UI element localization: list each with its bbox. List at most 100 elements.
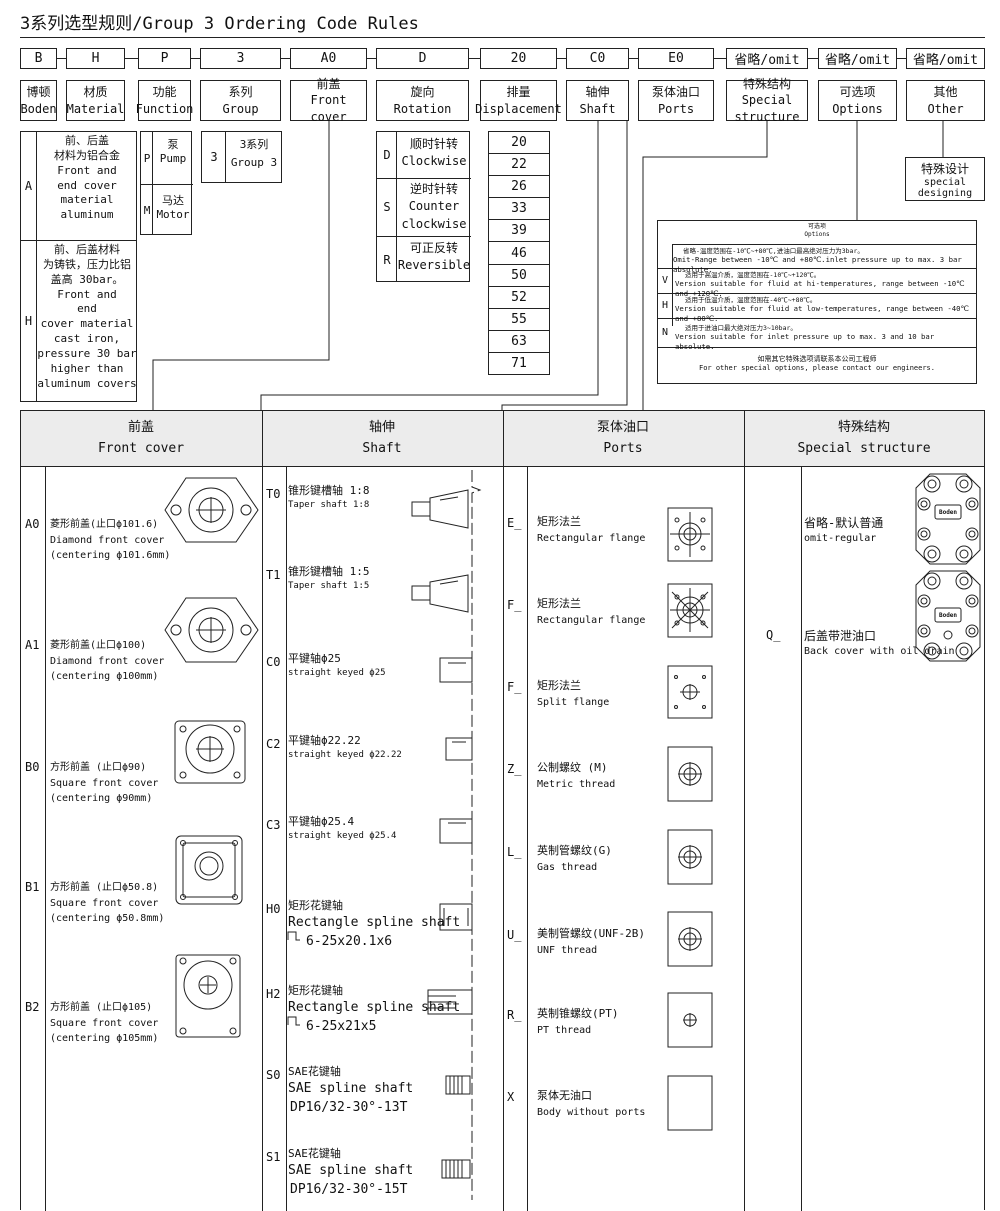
port-z-drawing (667, 746, 713, 802)
port-desc: 公制螺纹 (M)Metric thread (537, 760, 615, 792)
rotation-code: D (383, 148, 391, 162)
options-row-h: 适用于低温介质，温度范围在-40℃~+80℃。 Version suitable… (675, 296, 977, 323)
material-a-cn2: 材料为铝合金 (54, 148, 120, 162)
code-connector (191, 58, 200, 59)
function-motor-en: Motor (156, 208, 190, 221)
code-cell: E0 (638, 48, 714, 69)
brand-logo: Boden (938, 508, 958, 516)
shaft-c3-drawing (439, 818, 473, 844)
material-h-en5: pressure 30 bar (37, 346, 137, 360)
code-connector (714, 58, 726, 59)
port-desc: 美制管螺纹(UNF-2B)UNF thread (537, 926, 645, 958)
section-header-cn: 前盖 (127, 420, 154, 435)
displacement-item: 52 (489, 287, 549, 309)
code-cell: 省略/omit (906, 48, 985, 69)
shaft-en: Taper shaft 1:5 (288, 580, 370, 591)
section-header-en: Front cover (97, 440, 185, 456)
front-cover-cn: 方形前盖 (止口ϕ50.8) (50, 882, 159, 893)
code-label-cn: 排量 (506, 85, 531, 100)
port-r-drawing (667, 992, 713, 1048)
options-row-cn: 适用于进油口最大绝对压力3~10bar。 (685, 324, 797, 332)
code-cell: 省略/omit (818, 48, 897, 69)
rotation-rev-cn: 可正反转 (409, 241, 458, 255)
other-en: special designing (917, 176, 973, 199)
shaft-cn: SAE花键轴 (288, 1147, 341, 1160)
section-header-cn: 轴伸 (368, 420, 395, 435)
code-label-en: Options (832, 101, 883, 116)
detail-grid (20, 410, 985, 1211)
front-cover-cn: 菱形前盖(止口ϕ101.6) (50, 519, 159, 530)
rotation-cw-en: Clockwise (401, 154, 467, 169)
material-h-en4: cast iron, (53, 332, 121, 346)
shaft-s1-drawing (441, 1159, 471, 1179)
port-f1-drawing (667, 583, 713, 638)
code-label-en: Special structure (734, 93, 800, 124)
port-cn: 矩形法兰 (537, 597, 581, 610)
options-row-en: Version suitable for fluid at low-temper… (675, 304, 969, 323)
port-u-drawing (667, 911, 713, 967)
rotation-ccw-cn: 逆时针转 (409, 182, 458, 196)
group-code: 3 (210, 150, 218, 164)
code-connector (281, 58, 290, 59)
shaft-c0-drawing (439, 657, 473, 683)
front-cover-en2: (centering ϕ101.6mm) (50, 550, 171, 561)
port-en: PT thread (537, 1024, 592, 1036)
front-cover-en1: Square front cover (50, 897, 159, 909)
function-motor-cn: 马达 (162, 194, 184, 207)
displacement-item: 20 (489, 132, 549, 155)
front-cover-b0-drawing (174, 720, 246, 784)
shaft-code: T1 (266, 568, 281, 582)
shaft-c2-drawing (445, 737, 473, 761)
rotation-code: R (383, 252, 391, 267)
front-cover-desc: 方形前盖 (止口ϕ50.8)Square front cover(centeri… (50, 880, 164, 927)
displacement-item: 26 (489, 176, 549, 199)
material-h-en7: aluminum covers (37, 376, 137, 390)
shaft-en: SAE spline shaft (288, 1080, 414, 1096)
port-desc: 英制管螺纹(G)Gas thread (537, 843, 612, 875)
material-a-cn1: 前、后盖 (65, 134, 109, 147)
code-label-en: Rotation (393, 101, 452, 116)
port-desc: 矩形法兰 Rectangular flange (537, 596, 645, 628)
other-box: 特殊设计 special designing (905, 157, 985, 201)
code-connector (557, 58, 566, 59)
code-label-en: Other (927, 101, 964, 116)
code-cell: C0 (566, 48, 629, 69)
front-cover-a0-drawing (164, 477, 259, 543)
shaft-spec: 6-25x20.1x6 (306, 933, 393, 949)
front-cover-cn: 方形前盖 (止口ϕ105) (50, 1002, 153, 1013)
port-en: Rectangular flange (537, 532, 646, 544)
displacement-item: 46 (489, 242, 549, 265)
code-label-en: Group (222, 101, 259, 116)
code-label-cn: 特殊结构 (742, 77, 791, 92)
code-connector (629, 58, 638, 59)
shaft-en: Rectangle spline shaft (288, 999, 461, 1015)
section-header-en: Ports (603, 440, 643, 456)
material-a-en4: aluminum (60, 208, 114, 222)
port-code: L_ (507, 845, 522, 859)
material-h-en6: higher than (50, 361, 124, 375)
options-row-en: Omit-Range between -10℃ and +80℃.inlet p… (673, 255, 962, 274)
code-label-en: Boden (20, 101, 57, 116)
code-cell: 20 (480, 48, 557, 69)
material-h-en2: end (77, 302, 97, 316)
options-title-cn: 可选项 (807, 223, 826, 230)
displacement-item: 50 (489, 265, 549, 287)
port-code: F_ (507, 680, 522, 694)
port-en: Rectangular flange (537, 614, 646, 626)
code-label-cn: 系列 (228, 85, 253, 100)
port-en: Metric thread (537, 778, 616, 790)
shaft-cn: 平键轴ϕ22.22 (288, 734, 361, 747)
shaft-code: H2 (266, 987, 281, 1001)
rotation-rev-en: Reversible (397, 258, 471, 273)
code-label-en: Material (66, 101, 125, 116)
code-connector (469, 58, 480, 59)
